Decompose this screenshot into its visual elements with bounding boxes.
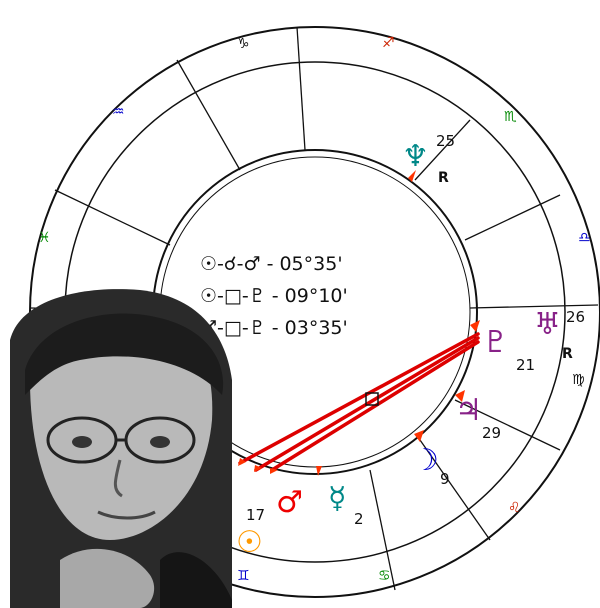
neptune-degree: 25 (436, 132, 455, 150)
zodiac-gemini: ♊ (237, 568, 250, 584)
moon-degree: 9 (440, 470, 450, 488)
position-ticks (238, 170, 480, 476)
zodiac-sagittarius: ♐ (382, 35, 395, 51)
moon-icon: ☽ (412, 443, 439, 478)
mercury-degree: 2 (354, 510, 364, 528)
mercury-icon: ☿ (328, 481, 346, 516)
sun-icon: ☉ (236, 525, 263, 560)
pluto-degree: 21 (516, 356, 535, 374)
zodiac-scorpio: ♏ (504, 109, 517, 125)
zodiac-leo: ♌ (508, 500, 521, 516)
zodiac-capricorn: ♑ (237, 36, 250, 52)
pluto-icon: ♇ (482, 325, 509, 360)
aspect-list: ☉-☌-♂ - 05°35' ☉-□-♇ - 09°10' ♂-□-♇ - 03… (200, 253, 348, 339)
zodiac-virgo: ♍ (572, 372, 585, 388)
planets: ♆ 25 R ♇ 21 ♅ 26 R ♃ 29 ☽ 9 ☿ 2 ♂ ☉ 17 ♀… (186, 132, 585, 560)
aspect-square-marker (365, 392, 379, 406)
zodiac-pisces: ♓ (38, 230, 51, 246)
house-lines (29, 26, 599, 591)
aspect-line-1: ☉-☌-♂ - 05°35' (200, 253, 343, 275)
zodiac-signs: ♑ ♐ ♏ ♎ ♍ ♌ ♋ ♊ ♒ ♓ (38, 35, 591, 584)
uranus-retro: R (562, 346, 573, 362)
uranus-icon: ♅ (534, 307, 561, 342)
zodiac-aquarius: ♒ (112, 104, 125, 120)
zodiac-cancer: ♋ (378, 568, 391, 584)
mars-icon: ♂ (276, 485, 303, 520)
jupiter-degree: 29 (482, 424, 501, 442)
aspect-line-2: ☉-□-♇ - 09°10' (200, 285, 348, 307)
aspect-lines (238, 332, 480, 472)
neptune-icon: ♆ (402, 139, 429, 174)
uranus-degree: 26 (566, 308, 585, 326)
sun-degree: 17 (246, 506, 265, 524)
neptune-retro: R (438, 170, 449, 186)
jupiter-icon: ♃ (455, 393, 482, 428)
portrait-photo (10, 289, 232, 608)
zodiac-libra: ♎ (578, 230, 591, 246)
aspect-line-3: ♂-□-♇ - 03°35' (200, 317, 348, 339)
